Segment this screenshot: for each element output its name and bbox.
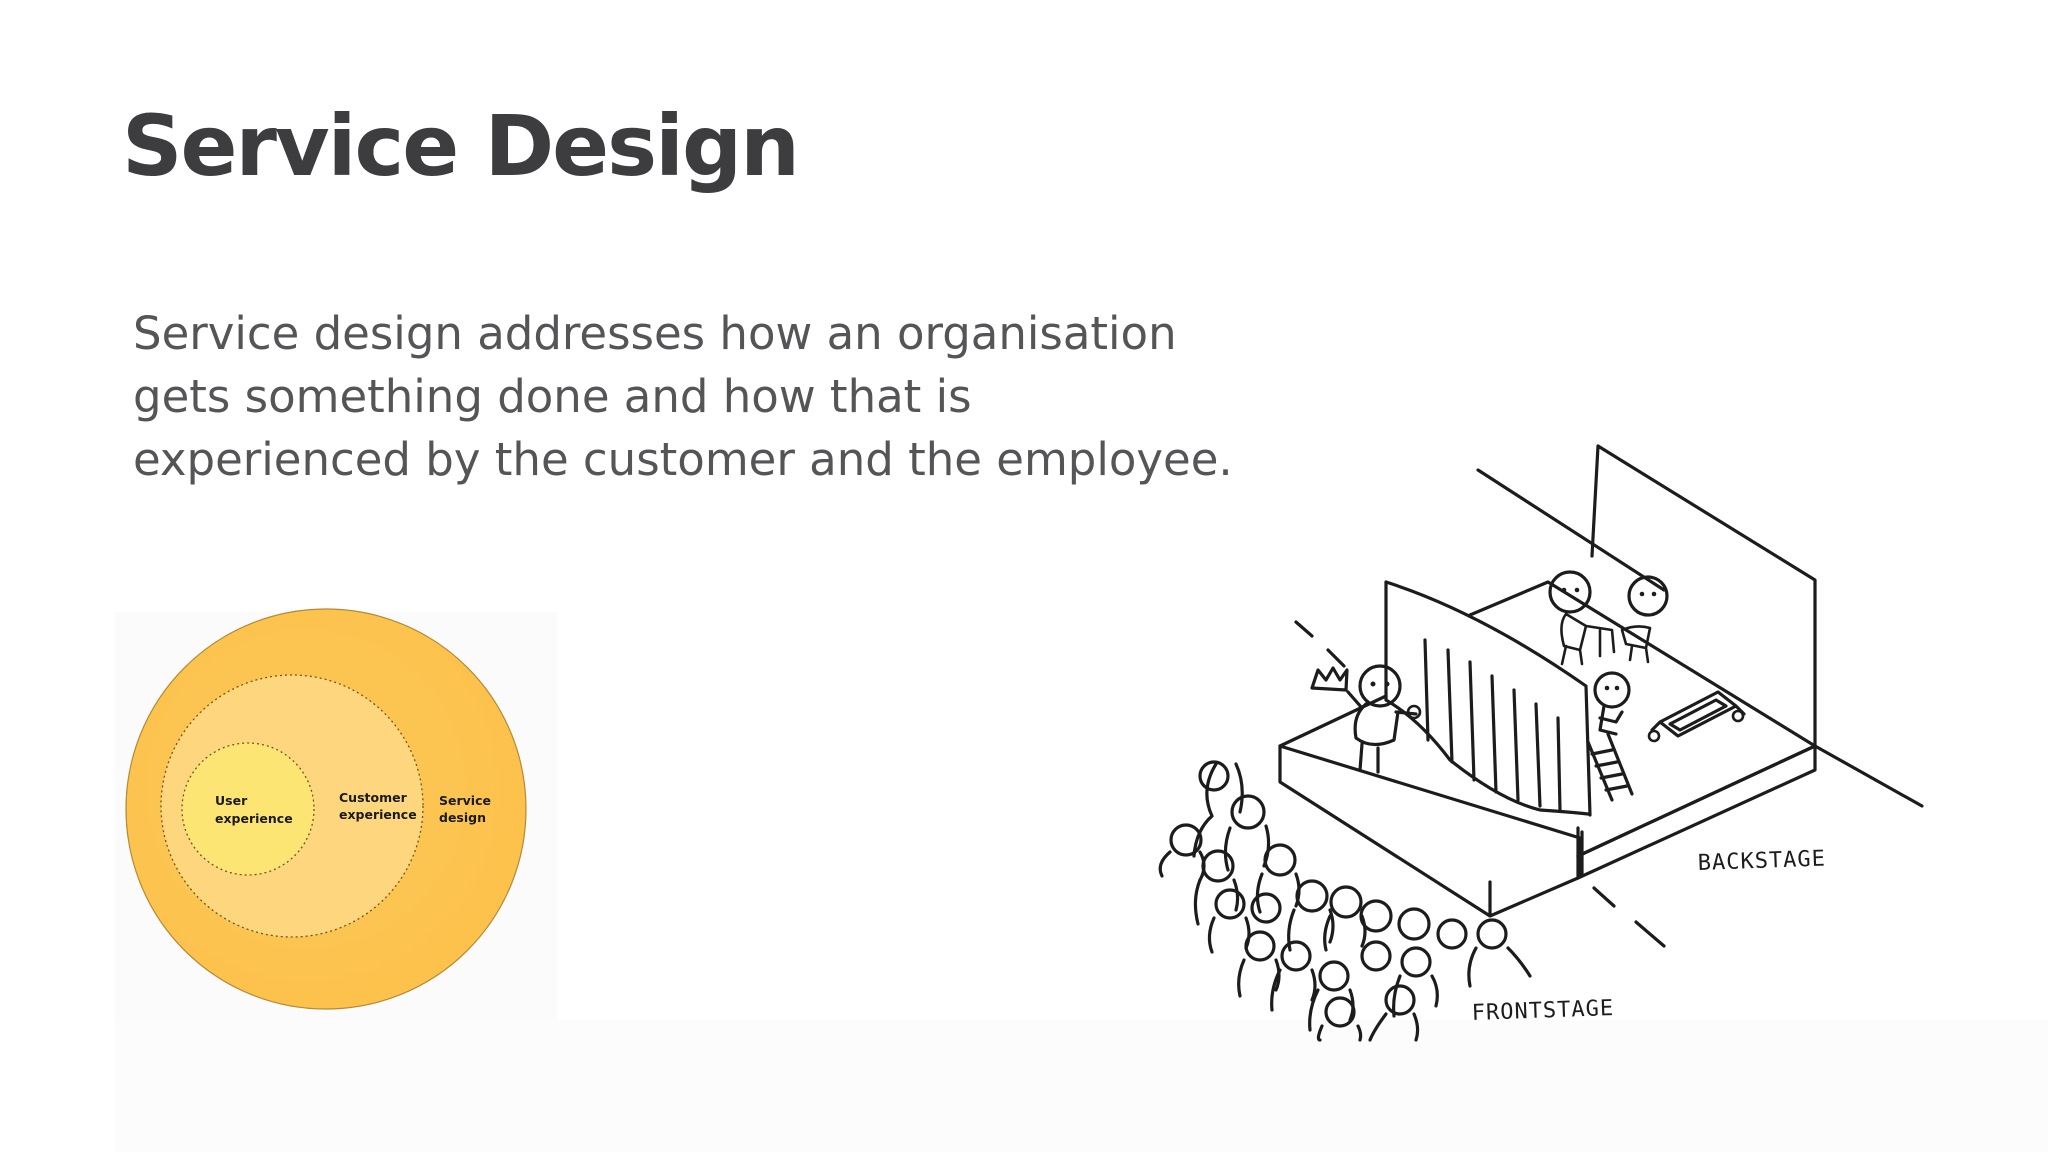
stage-right-block <box>1576 744 1817 880</box>
backstage-crew <box>1548 570 1669 666</box>
body-line-1: Service design addresses how an organisa… <box>133 307 1177 360</box>
actor-with-crown <box>1310 664 1422 774</box>
frontstage-label: FRONTSTAGE <box>1471 996 1614 1026</box>
slide-title: Service Design <box>122 97 800 195</box>
curtain <box>1384 580 1592 817</box>
bottom-panel-background <box>115 1020 2048 1152</box>
prop-cart-wheel <box>1647 729 1661 743</box>
venn-inner-circle <box>181 742 315 876</box>
venn-inner-label: User experience <box>215 793 293 826</box>
backstage-diagonal-line <box>1813 744 1924 808</box>
body-line-3: experienced by the customer and the empl… <box>133 433 1233 486</box>
venn-middle-label: Customer experience <box>339 790 417 822</box>
body-line-2: gets something done and how that is <box>133 370 972 423</box>
prop-cart-wheel <box>1731 709 1745 723</box>
stage-illustration: BACKSTAGE FRONTSTAGE <box>1158 444 1924 1042</box>
back-wall-left-line <box>1476 468 1666 592</box>
back-wall-panel <box>1590 444 1817 748</box>
stagehand-on-ladder <box>1586 671 1634 802</box>
backstage-label: BACKSTAGE <box>1697 847 1826 876</box>
audience-crowd <box>1158 760 1532 1042</box>
stage-front-block <box>1278 744 1582 918</box>
venn-outer-label: Service design <box>439 793 495 825</box>
slide-body-text: Service design addresses how an organisa… <box>133 302 1273 491</box>
front-back-divider <box>1294 620 1666 948</box>
venn-diagram: User experience Customer experience Serv… <box>125 608 527 1010</box>
prop-cart <box>1650 690 1746 738</box>
